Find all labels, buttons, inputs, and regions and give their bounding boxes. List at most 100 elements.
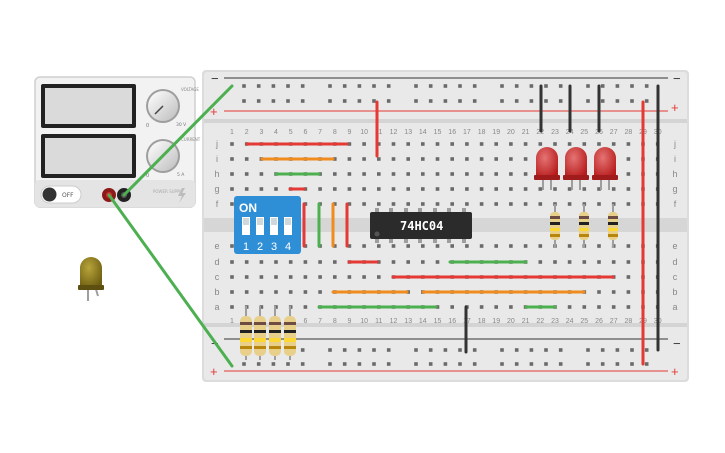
breadboard-hole[interactable] (414, 99, 418, 103)
breadboard-hole[interactable] (615, 99, 620, 103)
breadboard-hole[interactable] (342, 362, 347, 366)
psu-negative-lead[interactable] (122, 84, 234, 197)
breadboard-hole[interactable] (288, 260, 293, 264)
breadboard-hole[interactable] (494, 187, 498, 191)
breadboard-hole[interactable] (494, 142, 498, 146)
breadboard-hole[interactable] (611, 290, 616, 294)
breadboard-hole[interactable] (406, 202, 410, 206)
breadboard-hole[interactable] (230, 187, 234, 191)
breadboard-hole[interactable] (230, 275, 234, 279)
breadboard-hole[interactable] (256, 362, 261, 366)
breadboard-hole[interactable] (230, 142, 234, 146)
breadboard-hole[interactable] (242, 99, 246, 103)
breadboard-hole[interactable] (377, 202, 381, 206)
breadboard-hole[interactable] (274, 187, 278, 191)
breadboard-hole[interactable] (600, 84, 605, 88)
dip-toggle-1[interactable] (242, 217, 250, 235)
breadboard-hole[interactable] (303, 305, 308, 309)
breadboard-hole[interactable] (230, 305, 234, 309)
breadboard-hole[interactable] (529, 348, 534, 352)
breadboard-hole[interactable] (435, 244, 440, 248)
breadboard-hole[interactable] (372, 84, 376, 88)
breadboard-hole[interactable] (259, 187, 264, 191)
breadboard-hole[interactable] (465, 244, 469, 248)
breadboard-hole[interactable] (372, 362, 376, 366)
breadboard-hole[interactable] (362, 172, 366, 176)
resistor[interactable] (608, 204, 618, 248)
breadboard-hole[interactable] (567, 305, 572, 309)
breadboard-hole[interactable] (244, 187, 249, 191)
breadboard-hole[interactable] (230, 172, 234, 176)
breadboard-hole[interactable] (465, 202, 469, 206)
breadboard-hole[interactable] (391, 260, 396, 264)
breadboard-hole[interactable] (523, 187, 528, 191)
power-switch[interactable]: OFF (40, 185, 82, 204)
breadboard-hole[interactable] (372, 99, 376, 103)
breadboard-hole[interactable] (244, 260, 249, 264)
red-led[interactable] (534, 147, 560, 190)
breadboard-hole[interactable] (514, 99, 519, 103)
breadboard-hole[interactable] (333, 172, 337, 176)
breadboard-hole[interactable] (288, 275, 293, 279)
breadboard-hole[interactable] (597, 244, 601, 248)
breadboard-hole[interactable] (472, 99, 477, 103)
breadboard-hole[interactable] (630, 362, 634, 366)
breadboard-hole[interactable] (421, 260, 425, 264)
breadboard-hole[interactable] (391, 202, 396, 206)
breadboard-hole[interactable] (377, 275, 381, 279)
breadboard-hole[interactable] (303, 260, 308, 264)
breadboard-hole[interactable] (333, 202, 337, 206)
breadboard-hole[interactable] (644, 84, 649, 88)
breadboard-hole[interactable] (259, 305, 264, 309)
breadboard-hole[interactable] (586, 348, 590, 352)
breadboard-hole[interactable] (494, 305, 498, 309)
breadboard-hole[interactable] (597, 142, 601, 146)
breadboard-hole[interactable] (357, 84, 362, 88)
breadboard-hole[interactable] (386, 348, 391, 352)
breadboard-hole[interactable] (347, 275, 352, 279)
breadboard-hole[interactable] (244, 275, 249, 279)
breadboard-hole[interactable] (544, 362, 548, 366)
resistor[interactable] (284, 306, 296, 360)
breadboard-hole[interactable] (259, 290, 264, 294)
breadboard-hole[interactable] (450, 305, 454, 309)
breadboard-hole[interactable] (377, 142, 381, 146)
breadboard-hole[interactable] (391, 187, 396, 191)
breadboard-hole[interactable] (544, 99, 548, 103)
breadboard-hole[interactable] (538, 142, 543, 146)
breadboard-hole[interactable] (386, 84, 391, 88)
breadboard-hole[interactable] (421, 157, 425, 161)
breadboard-hole[interactable] (479, 244, 484, 248)
breadboard-hole[interactable] (342, 348, 347, 352)
breadboard-hole[interactable] (328, 99, 332, 103)
breadboard-hole[interactable] (597, 260, 601, 264)
breadboard-hole[interactable] (274, 275, 278, 279)
breadboard-hole[interactable] (347, 244, 352, 248)
breadboard-hole[interactable] (328, 362, 332, 366)
breadboard-hole[interactable] (465, 172, 469, 176)
breadboard-hole[interactable] (406, 142, 410, 146)
breadboard-hole[interactable] (567, 244, 572, 248)
breadboard-hole[interactable] (500, 99, 504, 103)
breadboard-hole[interactable] (494, 172, 498, 176)
breadboard-hole[interactable] (450, 172, 454, 176)
breadboard-hole[interactable] (391, 157, 396, 161)
breadboard-hole[interactable] (582, 142, 587, 146)
breadboard-hole[interactable] (274, 260, 278, 264)
breadboard-hole[interactable] (626, 260, 631, 264)
breadboard-hole[interactable] (567, 202, 572, 206)
breadboard-hole[interactable] (553, 142, 557, 146)
breadboard-hole[interactable] (509, 157, 513, 161)
breadboard-hole[interactable] (558, 348, 563, 352)
breadboard-hole[interactable] (230, 290, 234, 294)
breadboard-hole[interactable] (377, 187, 381, 191)
breadboard-hole[interactable] (479, 187, 484, 191)
breadboard-hole[interactable] (256, 84, 261, 88)
breadboard-hole[interactable] (494, 244, 498, 248)
breadboard-hole[interactable] (611, 260, 616, 264)
breadboard-hole[interactable] (523, 244, 528, 248)
breadboard-hole[interactable] (509, 187, 513, 191)
breadboard-hole[interactable] (303, 290, 308, 294)
breadboard-hole[interactable] (421, 172, 425, 176)
breadboard-hole[interactable] (347, 187, 352, 191)
